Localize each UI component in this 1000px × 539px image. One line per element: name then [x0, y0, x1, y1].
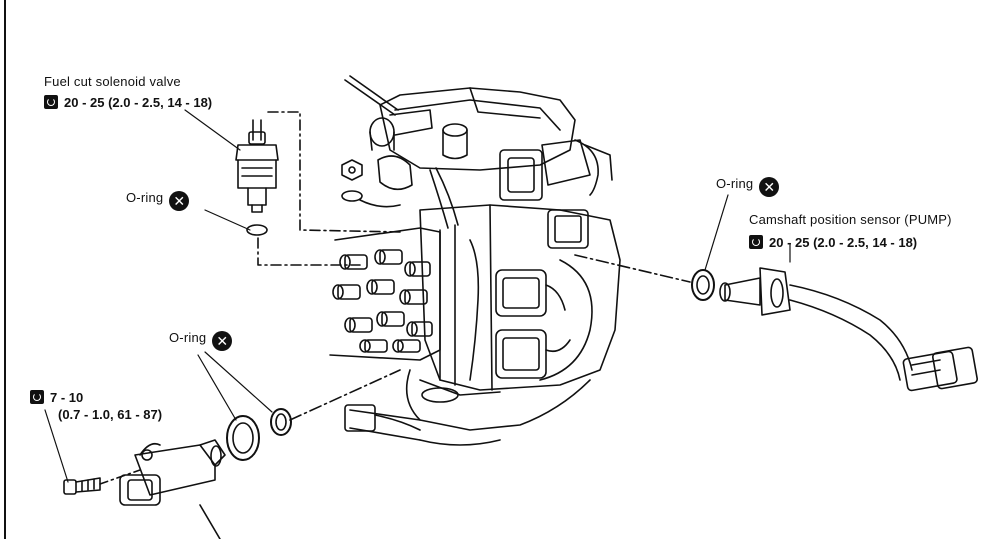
- lower-oring-large: [226, 415, 260, 461]
- injection-pump-body: [329, 75, 621, 446]
- fuel-cut-solenoid-label: Fuel cut solenoid valve: [44, 74, 181, 89]
- fuel-cut-assembly-line: [267, 111, 401, 233]
- fuel-cut-oring: [246, 224, 268, 236]
- mounting-bolt: [63, 469, 141, 495]
- harness-connector-lower: [344, 404, 376, 432]
- oring-label-left: O-ring ✕: [126, 190, 190, 211]
- oring-left-text: O-ring: [126, 190, 164, 205]
- camshaft-sensor-oring: [691, 269, 715, 301]
- torque-wrench-icon: [44, 95, 58, 109]
- bolt-torque-line1: 7 - 10: [50, 390, 84, 405]
- washer: [341, 190, 363, 202]
- oring-lower-text: O-ring: [169, 330, 207, 345]
- torque-wrench-icon: [749, 235, 763, 249]
- fuel-cut-torque-spec: 20 - 25 (2.0 - 2.5, 14 - 18): [44, 95, 212, 110]
- fuel-cut-solenoid-valve: [235, 119, 279, 213]
- bolt-torque-spec: 7 - 10: [30, 390, 83, 405]
- bolt-torque-line2-wrap: (0.7 - 1.0, 61 - 87): [58, 407, 162, 422]
- fuel-cut-torque-value: 20 - 25 (2.0 - 2.5, 14 - 18): [64, 95, 213, 110]
- bolt-torque-line2: (0.7 - 1.0, 61 - 87): [58, 407, 163, 422]
- lower-sensor: [119, 439, 226, 539]
- camshaft-position-sensor: [719, 267, 978, 392]
- oring-right-text: O-ring: [716, 176, 754, 191]
- camshaft-torque-value: 20 - 25 (2.0 - 2.5, 14 - 18): [769, 235, 918, 250]
- camshaft-torque-spec: 20 - 25 (2.0 - 2.5, 14 - 18): [749, 235, 917, 250]
- camshaft-sensor-label: Camshaft position sensor (PUMP): [749, 212, 952, 227]
- replace-part-x-icon: ✕: [169, 191, 190, 211]
- replace-part-x-icon: ✕: [759, 177, 780, 197]
- oring-label-lower: O-ring ✕: [169, 330, 233, 351]
- torque-wrench-icon: [30, 390, 44, 404]
- delivery-valve-cluster: [329, 227, 441, 361]
- replace-part-x-icon: ✕: [212, 331, 233, 351]
- oring-label-right: O-ring ✕: [716, 176, 780, 197]
- lower-oring-small: [270, 408, 292, 436]
- hex-nut: [341, 159, 363, 181]
